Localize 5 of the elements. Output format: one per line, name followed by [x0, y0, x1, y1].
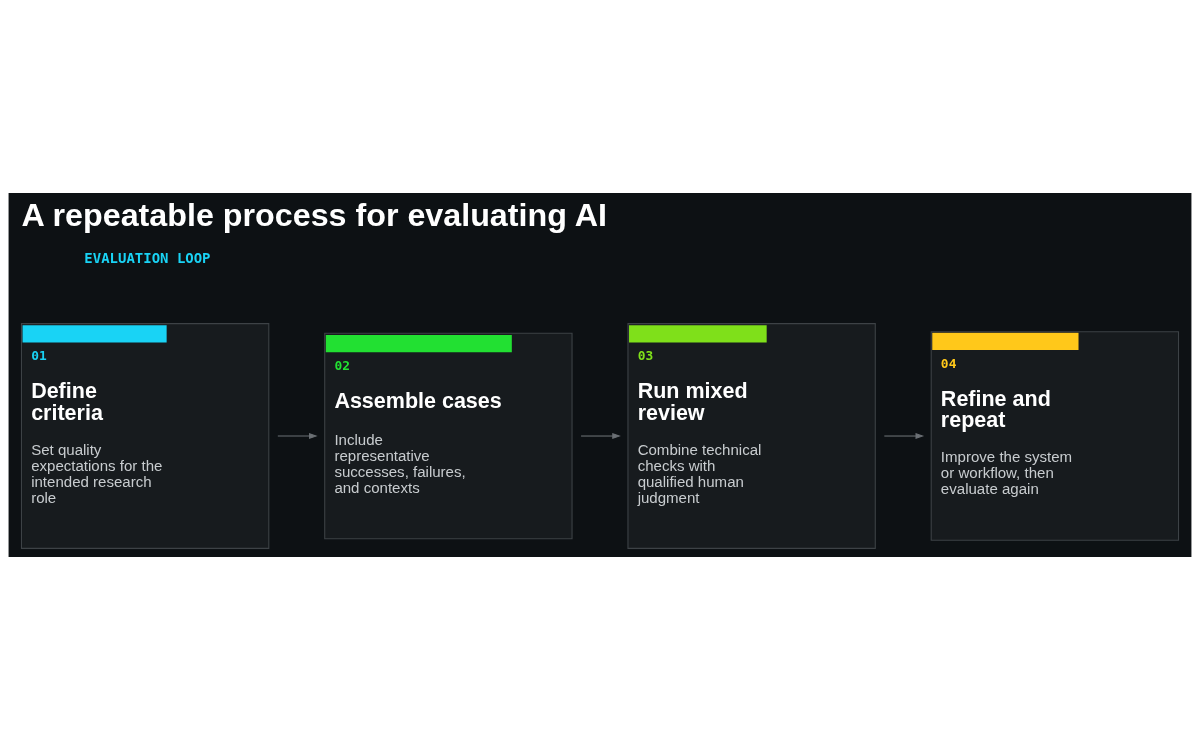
arrow: [277, 433, 318, 440]
label: EVALUATION LOOP: [84, 250, 211, 267]
arrow: [580, 433, 621, 440]
arrow: [883, 433, 925, 440]
diagram-title: A repeatable process for evaluating AI: [21, 197, 607, 234]
